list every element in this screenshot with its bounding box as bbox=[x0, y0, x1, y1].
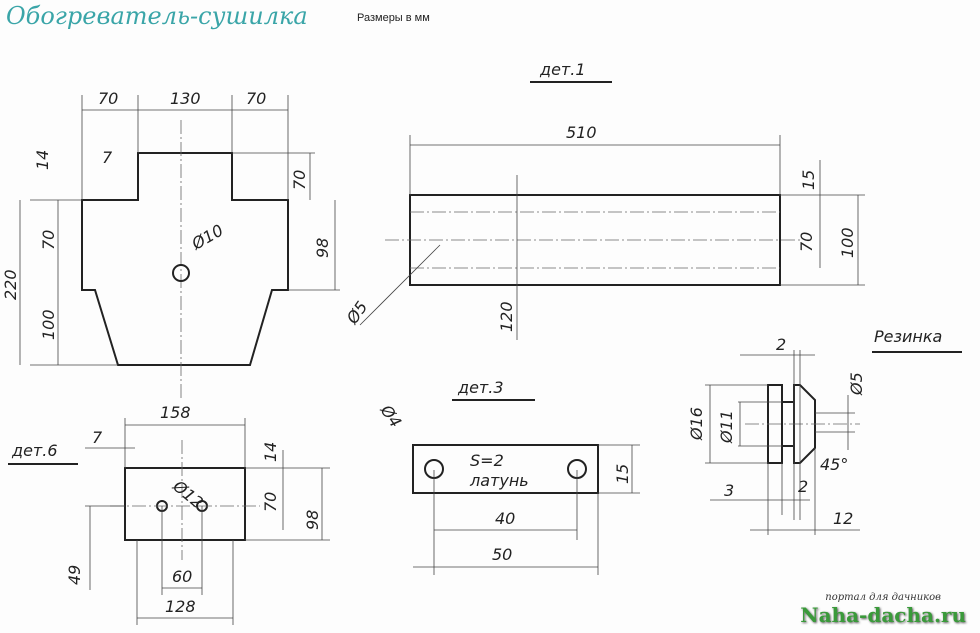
dim-label: Ø10 bbox=[188, 221, 227, 254]
dim-label: 2 bbox=[798, 477, 808, 496]
page-title: Обогреватель-сушилка bbox=[6, 2, 308, 30]
dim-label: латунь bbox=[469, 471, 529, 490]
rubber-part: Резинка 2 Ø5 Ø16 Ø11 45° 3 2 12 bbox=[687, 327, 962, 535]
dim-label: 70 bbox=[797, 232, 816, 252]
dim-label: 12 bbox=[833, 509, 853, 528]
dim-label: 70 bbox=[39, 230, 58, 250]
dim-label: 98 bbox=[303, 510, 322, 530]
units-note: Размеры в мм bbox=[357, 12, 430, 24]
dim-label: 15 bbox=[799, 170, 818, 190]
dim-label: Ø12 bbox=[169, 476, 207, 512]
dim-label: 128 bbox=[165, 597, 196, 616]
dim-label: 98 bbox=[313, 238, 332, 258]
dim-label: 130 bbox=[170, 89, 201, 108]
dim-label: 3 bbox=[724, 481, 734, 500]
dim-label: 14 bbox=[33, 150, 52, 170]
dim-label: 49 bbox=[65, 565, 84, 585]
part-3-label: дет.3 bbox=[457, 378, 504, 397]
dim-label: 510 bbox=[566, 123, 597, 142]
dim-label: 14 bbox=[261, 442, 280, 462]
part-6-label: дет.6 bbox=[11, 441, 58, 460]
dim-label: Ø5 bbox=[847, 372, 866, 396]
dim-label: 7 bbox=[92, 428, 103, 447]
dim-label: 7 bbox=[102, 148, 113, 167]
dim-label: Ø4 bbox=[376, 401, 405, 431]
part-6: дет.6 158 7 14 70 98 Ø12 49 60 128 bbox=[8, 403, 330, 625]
dim-label: 100 bbox=[838, 227, 857, 258]
dim-label: 50 bbox=[492, 545, 512, 564]
dim-label: 70 bbox=[246, 89, 266, 108]
dim-label: Ø16 bbox=[687, 407, 706, 441]
dim-label: S=2 bbox=[470, 451, 504, 470]
watermark-tagline: портал для дачников bbox=[825, 592, 941, 603]
dim-label: 45° bbox=[820, 455, 848, 474]
watermark-site: Naha-dacha.ru bbox=[800, 603, 966, 627]
dim-label: 15 bbox=[613, 464, 632, 484]
watermark-logo: портал для дачников Naha-dacha.ru bbox=[800, 592, 966, 627]
dim-label: Ø11 bbox=[717, 410, 736, 444]
part-1-label: дет.1 bbox=[539, 60, 586, 79]
dim-label: 70 bbox=[290, 170, 309, 190]
dim-label: 220 bbox=[1, 269, 20, 300]
rubber-label: Резинка bbox=[874, 327, 942, 346]
dim-label: 70 bbox=[98, 89, 118, 108]
dim-label: 40 bbox=[495, 509, 515, 528]
dim-label: 2 bbox=[776, 335, 786, 354]
part-3: дет.3 Ø4 S=2 латунь 15 40 50 bbox=[376, 378, 640, 575]
main-part: 70 130 70 14 7 70 98 220 70 100 Ø10 bbox=[1, 89, 340, 400]
dim-label: 60 bbox=[172, 567, 192, 586]
part-1: дет.1 510 15 70 100 120 Ø5 bbox=[342, 60, 865, 340]
dim-label: 70 bbox=[261, 492, 280, 512]
dim-label: 100 bbox=[39, 309, 58, 340]
dim-label: Ø5 bbox=[342, 298, 371, 328]
dim-label: 120 bbox=[497, 301, 516, 332]
dim-label: 158 bbox=[160, 403, 191, 422]
